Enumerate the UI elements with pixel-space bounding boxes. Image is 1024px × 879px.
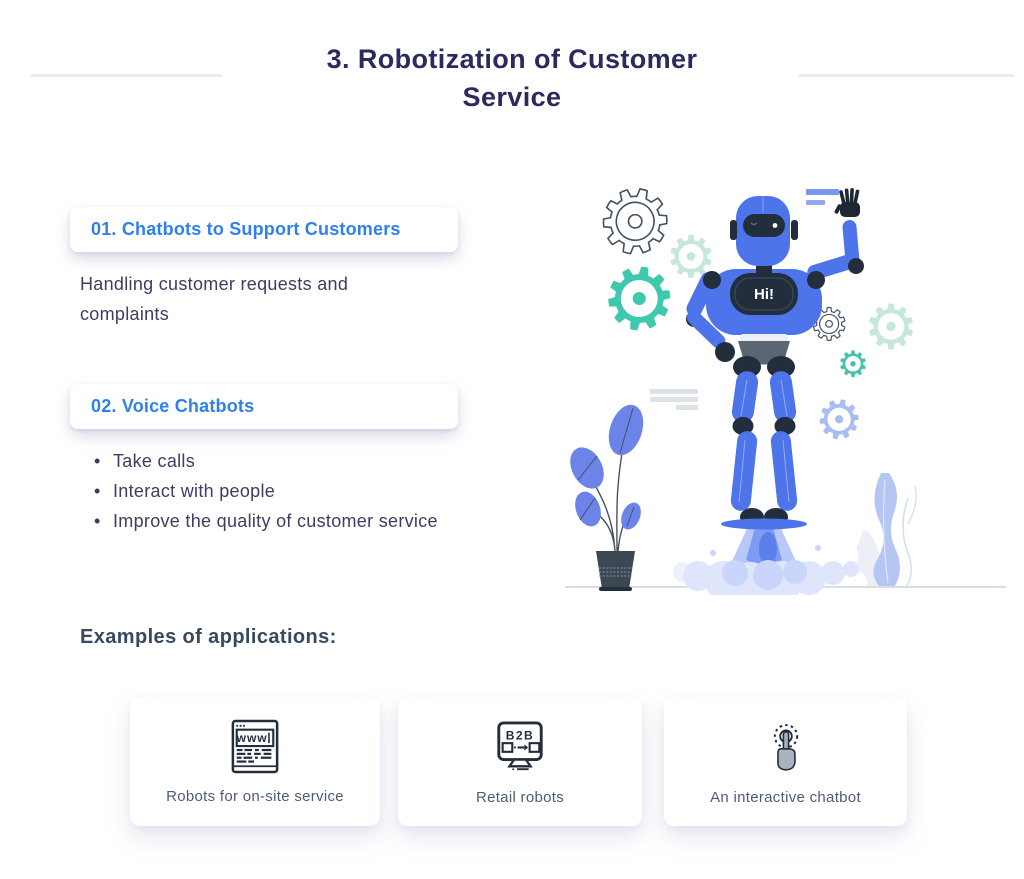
robot-waving-hand [834, 188, 860, 217]
robot-greeting-illustration: ⚙ ⚙ ⚙ ⚙ ⚙ ⚙ ⚙ [565, 168, 1006, 595]
b2b-text: B2B [506, 728, 534, 742]
example-card-retail-robots: B2B Retail robots [398, 697, 642, 826]
browser-www-text: www [236, 731, 268, 745]
jet-smoke [673, 524, 870, 595]
example-card-label: Retail robots [475, 788, 565, 806]
gear-icon: ⚙ [809, 384, 869, 456]
examples-heading: Examples of applications: [80, 626, 337, 648]
browser-www-icon: www [231, 719, 279, 773]
page-title: 3. Robotization of Customer Service [0, 40, 1024, 116]
robot: Hi! [686, 188, 864, 530]
section-card-chatbots: 01. Chatbots to Support Customers [70, 207, 458, 252]
gear-icon: ⚙ [863, 291, 919, 364]
b2b-monitor-icon: B2B [497, 720, 543, 770]
example-card-label: An interactive chatbot [710, 788, 861, 806]
decor-bars [650, 189, 839, 410]
page-title-line2: Service [462, 82, 562, 112]
section-card-voice-chatbots: 02. Voice Chatbots [70, 384, 458, 429]
section-heading-chatbots: 01. Chatbots to Support Customers [91, 219, 401, 239]
example-card-interactive-chatbot: An interactive chatbot [664, 697, 907, 826]
gear-icons: ⚙ ⚙ ⚙ ⚙ ⚙ ⚙ ⚙ [583, 168, 919, 456]
tap-hand-icon [773, 723, 798, 771]
browser-text-lines [236, 748, 272, 763]
robot-speech-text: Hi! [754, 286, 774, 303]
potted-plant [570, 404, 644, 591]
gear-icon: ⚙ [809, 300, 848, 351]
section-description-chatbots: Handling customer requests and complaint… [80, 274, 349, 324]
voice-chatbots-bullet-list: Take calls Interact with people Improve … [92, 446, 442, 536]
section-heading-voice-chatbots: 02. Voice Chatbots [91, 396, 255, 416]
list-item: Improve the quality of customer service [92, 506, 442, 536]
list-item: Interact with people [92, 476, 442, 506]
list-item: Take calls [92, 446, 442, 476]
title-rule-left [30, 74, 222, 77]
b2b-transfer-row [501, 741, 541, 753]
title-rule-right [798, 74, 1014, 77]
gear-icon: ⚙ [837, 345, 869, 386]
tap-hand-fist [776, 747, 796, 771]
gear-icon: ⚙ [592, 244, 685, 356]
example-card-onsite-service: www Robots for on-site service [130, 697, 380, 826]
robot-visor [743, 214, 785, 237]
seaweed-plants [858, 473, 917, 587]
page-title-line1: 3. Robotization of Customer [326, 44, 698, 74]
example-card-label: Robots for on-site service [166, 787, 344, 805]
